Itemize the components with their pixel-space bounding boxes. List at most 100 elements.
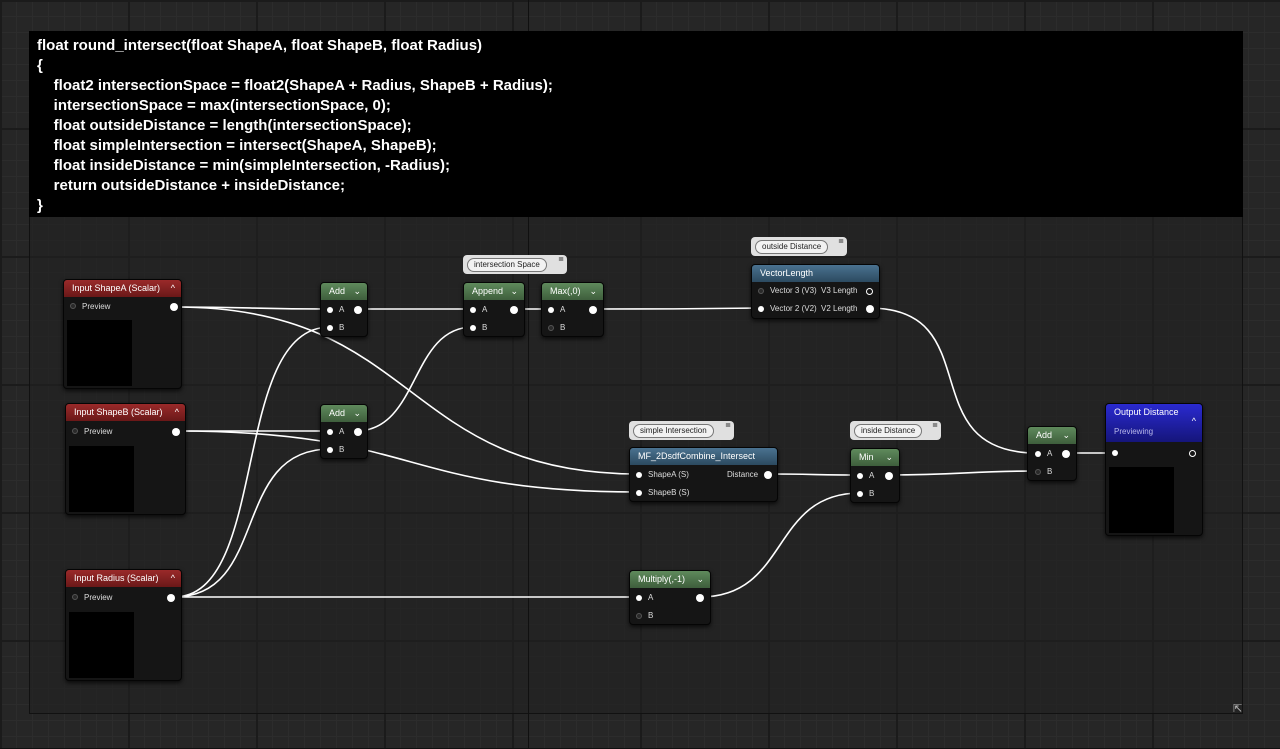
node-title: MF_2DsdfCombine_Intersect — [638, 451, 756, 461]
chevron-down-icon[interactable]: ⌄ — [353, 408, 361, 418]
node-header[interactable]: Max(,0) ⌄ — [542, 283, 603, 300]
append-node[interactable]: Append ⌄ A B — [463, 282, 525, 337]
chevron-down-icon[interactable]: ⌄ — [510, 286, 518, 296]
input-pin-b[interactable] — [857, 491, 863, 497]
node-title: Output Distance — [1114, 407, 1179, 417]
preview-pin-icon[interactable] — [70, 303, 76, 309]
chevron-down-icon[interactable]: ⌄ — [1062, 430, 1070, 440]
output-pin[interactable] — [1062, 450, 1070, 458]
chevron-down-icon[interactable]: ⌄ — [589, 286, 597, 296]
input-pin-shapea[interactable] — [636, 472, 642, 478]
pin-label: B — [482, 323, 488, 332]
collapse-icon[interactable]: ^ — [1191, 416, 1196, 426]
output-pin[interactable] — [170, 303, 178, 311]
pin-bubble-icon[interactable]: ≣ — [725, 422, 731, 429]
input-pin-a[interactable] — [636, 595, 642, 601]
preview-pin-icon[interactable] — [72, 428, 78, 434]
output-pin[interactable] — [354, 428, 362, 436]
node-header[interactable]: Add ⌄ — [321, 283, 367, 300]
chevron-down-icon[interactable]: ⌄ — [696, 574, 704, 584]
output-pin[interactable] — [1189, 450, 1196, 457]
collapse-icon[interactable]: ^ — [170, 573, 175, 583]
bubble-label: outside Distance — [755, 240, 829, 254]
pin-label: A — [560, 305, 566, 314]
pin-label: A — [482, 305, 488, 314]
input-pin-b[interactable] — [327, 447, 333, 453]
output-distance-node[interactable]: Output Distance Previewing ^ — [1105, 403, 1203, 536]
comment-bubble[interactable]: intersection Space ≣ — [463, 255, 567, 274]
input-shapeb-node[interactable]: Input ShapeB (Scalar) ^ Preview — [65, 403, 186, 515]
node-title: Input Radius (Scalar) — [74, 573, 159, 583]
input-pin-a[interactable] — [857, 473, 863, 479]
comment-bubble[interactable]: outside Distance ≣ — [751, 237, 847, 256]
output-pin[interactable] — [167, 594, 175, 602]
input-pin-b[interactable] — [548, 325, 554, 331]
input-pin[interactable] — [1112, 450, 1118, 456]
code-comment: float round_intersect(float ShapeA, floa… — [29, 31, 1243, 217]
pin-label: A — [1047, 449, 1053, 458]
max-node[interactable]: Max(,0) ⌄ A B — [541, 282, 604, 337]
input-pin-b[interactable] — [470, 325, 476, 331]
node-title: Add — [329, 286, 346, 296]
node-header[interactable]: Add ⌄ — [321, 405, 367, 422]
output-pin-v3[interactable] — [866, 288, 873, 295]
output-pin[interactable] — [764, 471, 772, 479]
pin-bubble-icon[interactable]: ≣ — [838, 238, 844, 245]
add-node-1[interactable]: Add ⌄ A B — [320, 282, 368, 337]
input-pin-v2[interactable] — [758, 306, 764, 312]
collapse-icon[interactable]: ^ — [174, 407, 179, 417]
output-pin-v2[interactable] — [866, 305, 874, 313]
node-header[interactable]: MF_2DsdfCombine_Intersect — [630, 448, 777, 465]
node-header[interactable]: VectorLength — [752, 265, 879, 282]
vectorlength-node[interactable]: VectorLength Vector 3 (V3) V3 Length Vec… — [751, 264, 880, 319]
node-title: Input ShapeA (Scalar) — [72, 283, 161, 293]
input-pin-v3[interactable] — [758, 288, 764, 294]
input-pin-shapeb[interactable] — [636, 490, 642, 496]
pin-label: A — [339, 305, 345, 314]
bubble-label: inside Distance — [854, 424, 923, 438]
input-pin-a[interactable] — [327, 429, 333, 435]
input-pin-b[interactable] — [1035, 469, 1041, 475]
output-pin[interactable] — [885, 472, 893, 480]
output-pin[interactable] — [696, 594, 704, 602]
chevron-down-icon[interactable]: ⌄ — [885, 452, 893, 462]
collapse-icon[interactable]: ^ — [170, 283, 175, 293]
node-header[interactable]: Append ⌄ — [464, 283, 524, 300]
node-header[interactable]: Min ⌄ — [851, 449, 899, 466]
output-pin[interactable] — [510, 306, 518, 314]
input-shapea-node[interactable]: Input ShapeA (Scalar) ^ Preview — [63, 279, 182, 389]
preview-thumbnail — [69, 612, 134, 678]
pin-label: Vector 3 (V3) — [770, 286, 817, 295]
input-pin-b[interactable] — [327, 325, 333, 331]
preview-pin-icon[interactable] — [72, 594, 78, 600]
multiply-node[interactable]: Multiply(,-1) ⌄ A B — [629, 570, 711, 625]
input-pin-a[interactable] — [1035, 451, 1041, 457]
add-node-3[interactable]: Add ⌄ A B — [1027, 426, 1077, 481]
pin-label: ShapeA (S) — [648, 470, 689, 479]
input-radius-node[interactable]: Input Radius (Scalar) ^ Preview — [65, 569, 182, 681]
node-header[interactable]: Input ShapeB (Scalar) ^ — [66, 404, 185, 421]
comment-bubble[interactable]: simple Intersection ≣ — [629, 421, 734, 440]
pin-label: B — [339, 323, 345, 332]
node-header[interactable]: Input Radius (Scalar) ^ — [66, 570, 181, 587]
node-header[interactable]: Add ⌄ — [1028, 427, 1076, 444]
min-node[interactable]: Min ⌄ A B — [850, 448, 900, 503]
resize-handle-icon[interactable]: ⇱ — [1233, 703, 1243, 715]
input-pin-a[interactable] — [470, 307, 476, 313]
add-node-2[interactable]: Add ⌄ A B — [320, 404, 368, 459]
intersect-function-node[interactable]: MF_2DsdfCombine_Intersect ShapeA (S) Dis… — [629, 447, 778, 502]
pin-bubble-icon[interactable]: ≣ — [932, 422, 938, 429]
output-pin[interactable] — [354, 306, 362, 314]
comment-bubble[interactable]: inside Distance ≣ — [850, 421, 941, 440]
input-pin-b[interactable] — [636, 613, 642, 619]
node-header[interactable]: Input ShapeA (Scalar) ^ — [64, 280, 181, 297]
output-pin[interactable] — [172, 428, 180, 436]
pin-bubble-icon[interactable]: ≣ — [558, 256, 564, 263]
node-header[interactable]: Output Distance Previewing ^ — [1106, 404, 1202, 442]
node-header[interactable]: Multiply(,-1) ⌄ — [630, 571, 710, 588]
chevron-down-icon[interactable]: ⌄ — [353, 286, 361, 296]
pin-label: A — [869, 471, 875, 480]
output-pin[interactable] — [589, 306, 597, 314]
input-pin-a[interactable] — [548, 307, 554, 313]
input-pin-a[interactable] — [327, 307, 333, 313]
